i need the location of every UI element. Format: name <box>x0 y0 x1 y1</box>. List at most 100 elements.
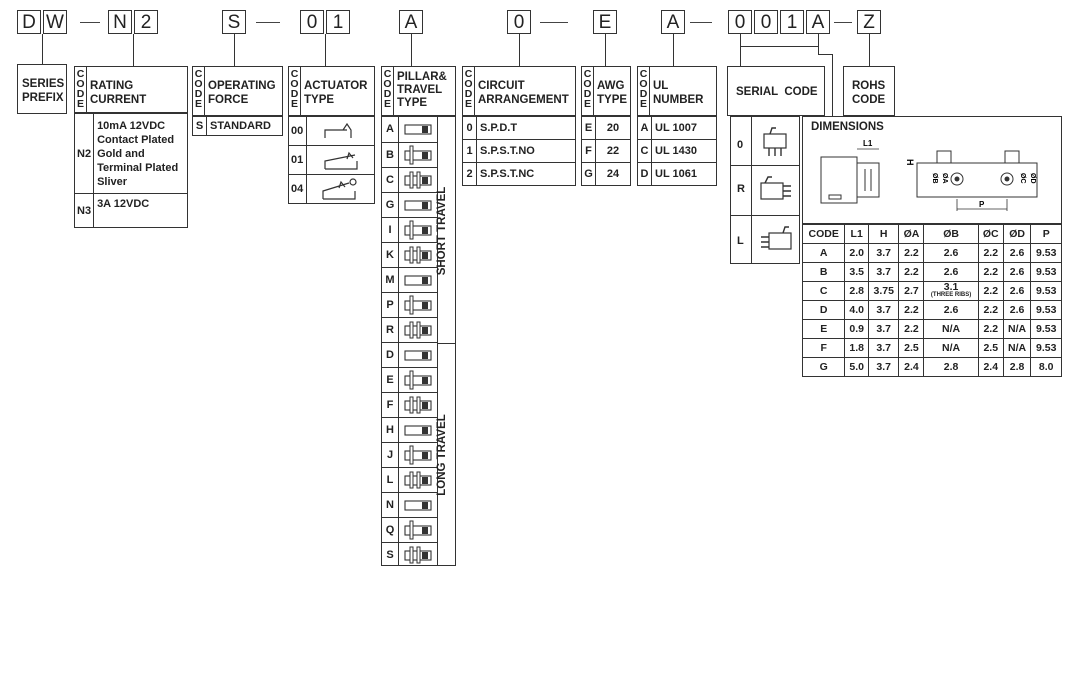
dimensions-cell: 2.6 <box>1002 281 1032 301</box>
serial-col-divider <box>751 117 752 263</box>
p-label: P <box>979 200 985 209</box>
pillar-code: J <box>386 449 394 461</box>
pillar-row: G <box>382 192 437 218</box>
dimensions-cell: 2.6 <box>1002 262 1032 282</box>
pillar-row: B <box>382 142 437 168</box>
force-code: S <box>192 116 207 136</box>
pillar-code: G <box>385 199 395 211</box>
dimensions-value: 2.2 <box>904 323 919 335</box>
pillar-code: R <box>386 324 394 336</box>
dimensions-value: 2.2 <box>983 285 999 297</box>
dimensions-value: 2.2 <box>904 266 919 278</box>
dimensions-cell: 3.7 <box>867 300 900 320</box>
dimensions-cell: 8.0 <box>1030 357 1062 377</box>
pillar-icon <box>404 471 432 489</box>
code-seg-4: 2 <box>134 10 158 34</box>
h-label: H <box>905 159 915 166</box>
dimensions-value: 2.2 <box>983 304 999 316</box>
awg-value: 24 <box>595 162 631 186</box>
operating-force-header: C O D E OPERATING FORCE <box>192 66 283 116</box>
pillar-row: E <box>382 367 437 393</box>
dimensions-cell: 2.2 <box>977 281 1004 301</box>
dimensions-value: 2.2 <box>904 247 919 259</box>
code-label: C O D E <box>75 67 87 112</box>
dimensions-value: A <box>819 247 828 259</box>
series-prefix-title: SERIES PREFIX <box>22 78 65 104</box>
code-seg-14: 1 <box>780 10 804 34</box>
code-label: C O D E <box>382 67 394 115</box>
code-label: C O D E <box>463 67 475 115</box>
connector-line <box>42 34 43 64</box>
pillar-row: K <box>382 242 437 268</box>
pillar-code: Q <box>385 524 395 536</box>
code-seg-7: 1 <box>326 10 350 34</box>
table-row: 01 <box>288 145 375 175</box>
connector-line <box>325 34 326 66</box>
code-seg-11: A <box>661 10 685 34</box>
connector-line <box>519 34 520 66</box>
d-label: ØD <box>1029 173 1036 184</box>
dimensions-value: 1.8 <box>849 342 864 354</box>
table-row: 00 <box>288 116 375 146</box>
dimensions-header-cell: ØA <box>898 224 925 244</box>
dimensions-value: 9.53 <box>1036 323 1057 335</box>
dimensions-cell: 5.0 <box>844 357 869 377</box>
code-seg-10: E <box>593 10 617 34</box>
dimensions-cell: 2.2 <box>898 262 925 282</box>
dimensions-cell: N/A <box>923 319 979 339</box>
circuit-code: 0 <box>462 116 477 140</box>
dimensions-cell: 2.4 <box>977 357 1004 377</box>
dimensions-value: N/A <box>942 342 961 354</box>
serial-code-header: SERIAL CODE <box>727 66 825 116</box>
dimensions-value: 9.53 <box>1036 285 1057 297</box>
awg-code: F <box>581 139 596 163</box>
dimensions-value: 3.5 <box>849 266 864 278</box>
dimensions-value: 2.2 <box>983 323 999 335</box>
dimensions-value: 2.6 <box>1009 285 1025 297</box>
dimensions-cell: E <box>801 319 846 339</box>
dimensions-value: 5.0 <box>849 361 864 373</box>
dimensions-cell: 2.5 <box>898 338 925 358</box>
rating-current-header: C O D E RATING CURRENT <box>74 66 188 113</box>
dimensions-value: 9.53 <box>1036 342 1057 354</box>
pillar-col-divider <box>437 117 438 565</box>
dimensions-cell: 4.0 <box>844 300 869 320</box>
awg-type-header: C O D E AWG TYPE <box>581 66 631 116</box>
dimensions-value: 2.5 <box>904 342 919 354</box>
code-label: C O D E <box>193 67 205 115</box>
dimensions-value: 2.6 <box>1009 247 1025 259</box>
dimensions-cell: 3.75 <box>867 281 900 301</box>
actuator-type-title: ACTUATOR TYPE <box>304 80 368 106</box>
dimensions-cell: 9.53 <box>1030 300 1062 320</box>
dimensions-cell: 2.2 <box>898 300 925 320</box>
pillar-row: R <box>382 317 437 343</box>
awg-code: E <box>581 116 596 140</box>
pillar-code: N <box>386 499 394 511</box>
pillar-row: M <box>382 267 437 293</box>
pillar-row: C <box>382 167 437 193</box>
table-row: S STANDARD <box>192 116 283 136</box>
connector-line <box>740 34 741 66</box>
dimensions-cell: 3.7 <box>867 338 900 358</box>
dimensions-value: B <box>819 266 828 278</box>
serial-code: L <box>737 235 744 247</box>
ul-value: UL 1430 <box>651 139 717 163</box>
dimensions-cell: A <box>801 243 846 263</box>
pillar-icon <box>404 295 432 315</box>
serial-bracket <box>740 46 818 47</box>
code-seg-5: S <box>222 10 246 34</box>
actuator-code: 04 <box>288 174 307 204</box>
dimensions-value: 9.53 <box>1036 304 1057 316</box>
straight-terminal-icon <box>763 127 787 156</box>
dimensions-header-cell: ØD <box>1002 224 1032 244</box>
pillar-code: M <box>385 274 395 286</box>
actuator-code: 01 <box>288 145 307 175</box>
pillar-icon <box>404 321 432 339</box>
dimensions-cell: 2.6 <box>1002 300 1032 320</box>
